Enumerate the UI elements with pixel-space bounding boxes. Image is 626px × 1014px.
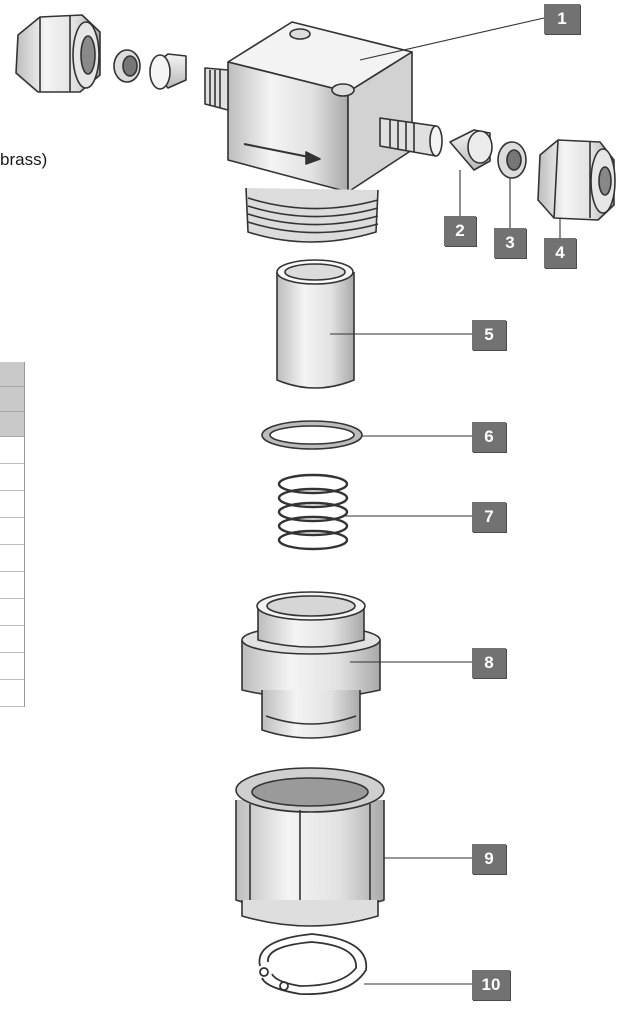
table-header-cell xyxy=(0,362,25,387)
table-row xyxy=(0,545,25,572)
callout-6: 6 xyxy=(472,422,506,452)
left-ring-part xyxy=(113,49,141,83)
callout-8: 8 xyxy=(472,648,506,678)
callout-10: 10 xyxy=(472,970,510,1000)
table-header-cell xyxy=(0,387,25,412)
right-cone-part xyxy=(449,129,493,171)
table-row xyxy=(0,572,25,599)
table-row xyxy=(0,626,25,653)
callout-9: 9 xyxy=(472,844,506,874)
table-row xyxy=(0,491,25,518)
valve-piece-part xyxy=(241,591,381,739)
table-row xyxy=(0,437,25,464)
left-nut-part xyxy=(15,14,101,93)
table-header-cell xyxy=(0,412,25,437)
table-row xyxy=(0,680,25,707)
table-row xyxy=(0,653,25,680)
cropped-label-text: brass) xyxy=(0,150,48,169)
table-row xyxy=(0,464,25,491)
callout-7: 7 xyxy=(472,502,506,532)
callout-3: 3 xyxy=(494,228,526,258)
table-row xyxy=(0,518,25,545)
table-edge xyxy=(24,362,25,707)
circlip-part xyxy=(258,933,368,995)
leader-lines xyxy=(330,17,561,985)
callout-1: 1 xyxy=(544,4,580,34)
callout-2: 2 xyxy=(444,216,476,246)
left-cone-part xyxy=(149,53,187,90)
callout-4: 4 xyxy=(544,238,576,268)
large-nut-part xyxy=(235,767,385,927)
o-ring-part xyxy=(261,420,363,450)
main-body-part xyxy=(204,21,443,243)
cropped-table-fragment xyxy=(0,362,25,707)
spring-part xyxy=(277,473,349,551)
right-nut-part xyxy=(537,139,616,221)
table-row xyxy=(0,599,25,626)
sleeve-part xyxy=(276,259,355,389)
callout-5: 5 xyxy=(472,320,506,350)
right-ring-part xyxy=(497,141,527,179)
